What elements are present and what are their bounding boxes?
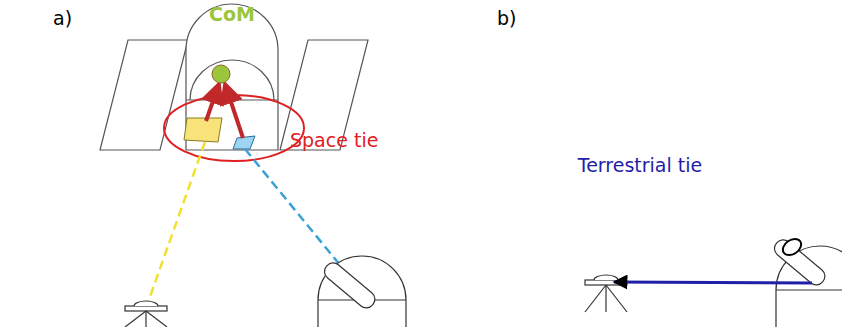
space-tie-vector	[225, 84, 243, 138]
gnss-tripod	[125, 301, 167, 327]
space-tie-vector	[206, 84, 219, 121]
slr-telescope	[771, 236, 842, 327]
com-label: CoM	[209, 4, 255, 26]
panel-letter: b)	[497, 8, 516, 30]
body-curve	[190, 60, 274, 100]
space-tie-label: Space tie	[290, 130, 378, 152]
panel-letter: a)	[53, 8, 72, 30]
slr-telescope	[318, 256, 406, 327]
gnss-antenna	[184, 118, 222, 142]
centre-of-mass	[212, 65, 230, 83]
laser-retroreflector	[233, 136, 255, 149]
terrestrial-tie-label: Terrestrial tie	[575, 155, 705, 177]
gnss-signal	[146, 142, 205, 308]
satellite	[100, 4, 368, 150]
terrestrial-tie-vector	[614, 282, 812, 283]
solar-panel	[100, 40, 188, 150]
